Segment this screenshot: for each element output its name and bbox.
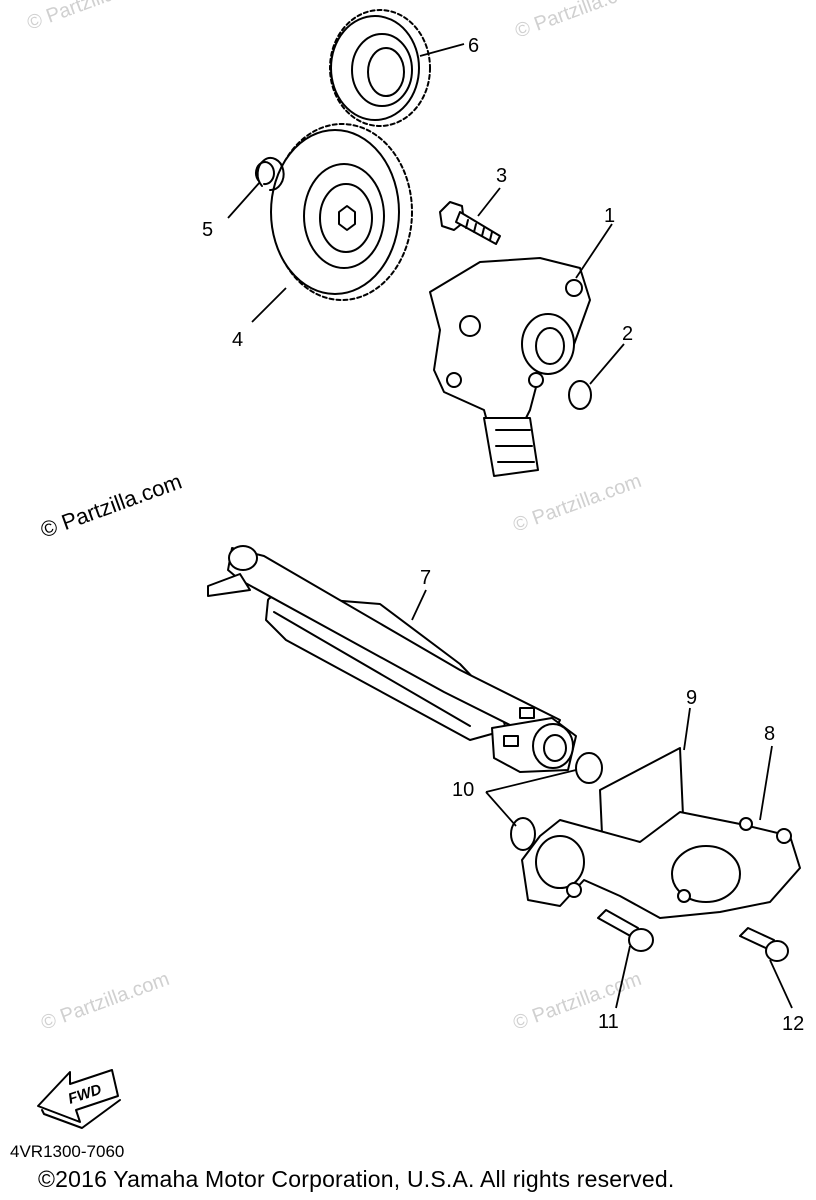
callout-7: 7 [420, 567, 431, 589]
diagram-code: 4VR1300-7060 [10, 1142, 125, 1161]
callout-5: 5 [202, 219, 213, 241]
watermark-bottom-right: © Partzilla.com [510, 968, 644, 1035]
part-1-oil-pump [429, 257, 591, 477]
part-11-bolt [597, 909, 654, 952]
callout-8: 8 [764, 723, 775, 745]
watermark-bottom-left: © Partzilla.com [38, 968, 172, 1035]
watermark-top-left: © Partzilla.com [24, 0, 158, 35]
callout-10: 10 [452, 779, 474, 801]
part-5-circlip [255, 157, 285, 192]
callout-3: 3 [496, 165, 507, 187]
part-8-pipe-cover [521, 811, 801, 919]
callout-12: 12 [782, 1013, 804, 1035]
copyright-notice: ©2016 Yamaha Motor Corporation, U.S.A. A… [38, 1166, 675, 1192]
watermark-top-right: © Partzilla.com [512, 0, 646, 43]
leader-lines [227, 43, 793, 1009]
callout-1: 1 [604, 205, 615, 227]
part-10-o-rings [510, 752, 603, 851]
callout-4: 4 [232, 329, 243, 351]
part-12-bolt [739, 927, 789, 962]
callout-numbers: 1 2 3 4 5 6 7 8 9 10 11 12 [202, 35, 804, 1035]
part-3-bolt [439, 201, 501, 245]
watermark-center-left: © Partzilla.com [37, 469, 185, 543]
callout-9: 9 [686, 687, 697, 709]
fwd-arrow: FWD [37, 1069, 121, 1129]
part-2-o-ring [568, 380, 592, 410]
callout-2: 2 [622, 323, 633, 345]
part-6-small-gear [329, 9, 431, 127]
part-7-oil-pipe-strainer [207, 545, 577, 773]
watermark-center-right: © Partzilla.com [510, 470, 644, 537]
callout-6: 6 [468, 35, 479, 57]
part-4-large-gear [270, 123, 413, 301]
callout-11: 11 [598, 1011, 619, 1033]
